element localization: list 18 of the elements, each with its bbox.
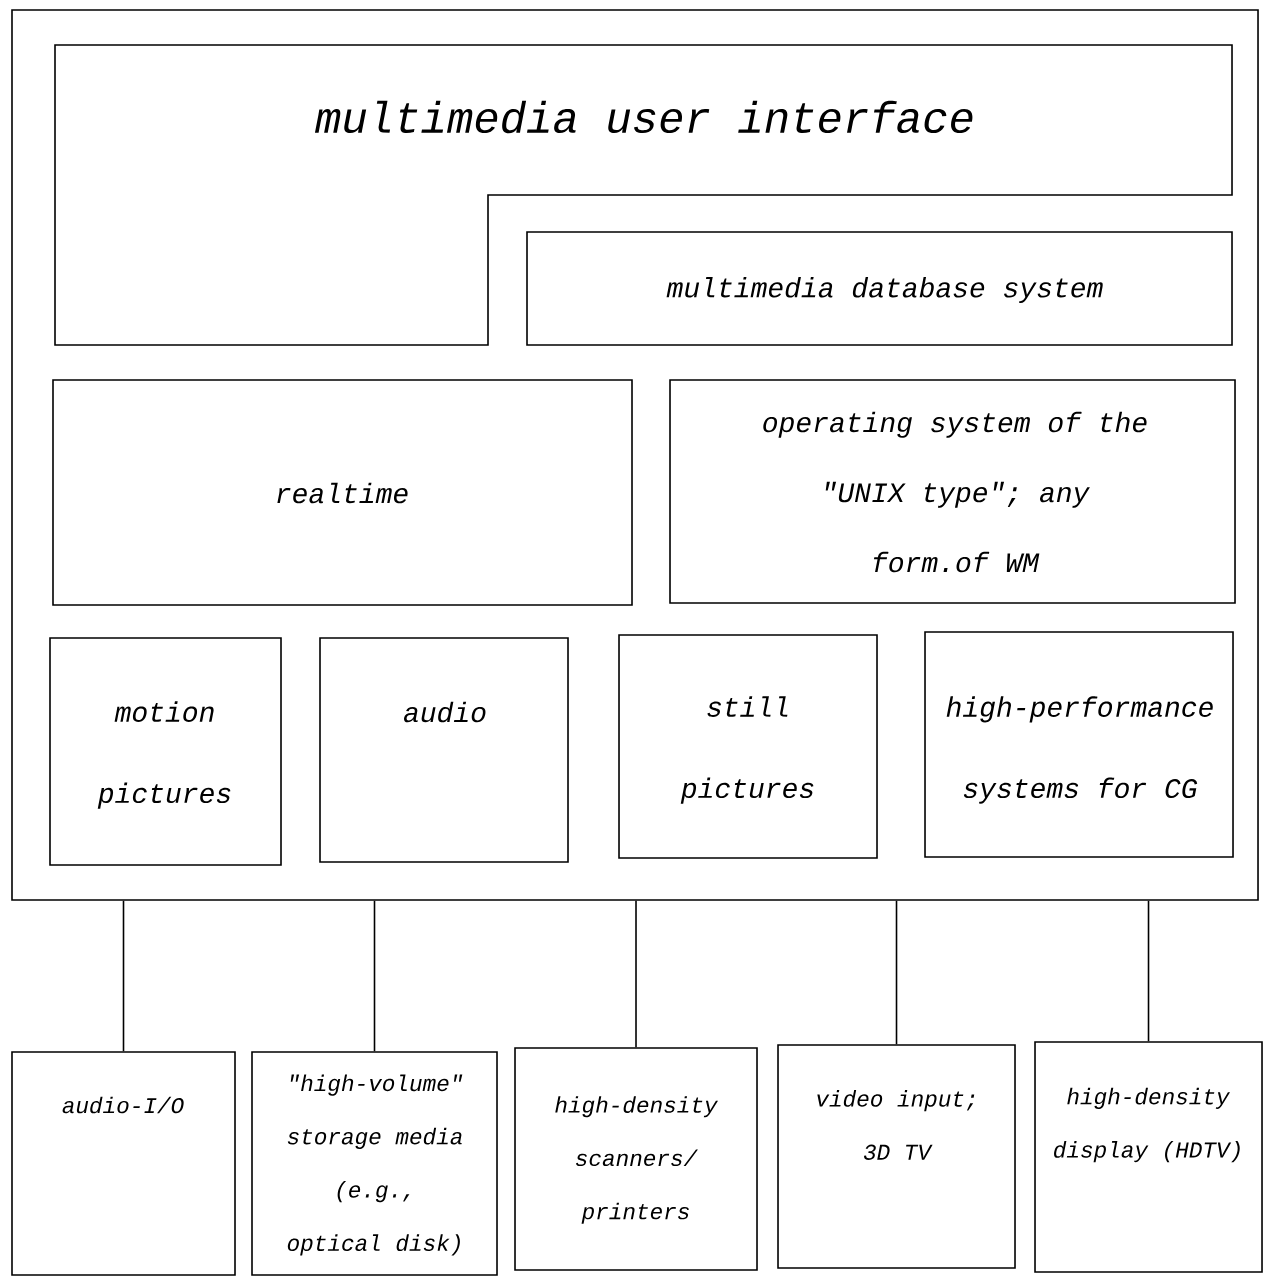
system-frame <box>11 9 1259 901</box>
layer-box: still pictures <box>618 634 878 859</box>
connector-line <box>1147 900 1150 1042</box>
device-box: "high-volume" storage media (e.g., optical disk) <box>251 1051 498 1276</box>
connector-line <box>122 900 125 1052</box>
device-box: high-density display (HDTV) <box>1034 1041 1263 1273</box>
device-box: video input; 3D TV <box>777 1044 1016 1269</box>
device-box: high-density scanners/ printers <box>514 1047 758 1271</box>
layer-box: multimedia database system <box>526 231 1233 346</box>
layer-box: operating system of the "UNIX type"; any form.of WM <box>669 379 1236 604</box>
connector-line <box>635 900 637 1048</box>
device-box: audio-I/O <box>11 1051 236 1276</box>
layer-box: motion pictures <box>49 637 282 866</box>
connector-line <box>895 900 898 1045</box>
layer-box: high-performance systems for CG <box>924 631 1234 858</box>
connector-line <box>373 900 376 1052</box>
layer-box: realtime <box>52 379 633 606</box>
layer-box: audio <box>319 637 569 863</box>
